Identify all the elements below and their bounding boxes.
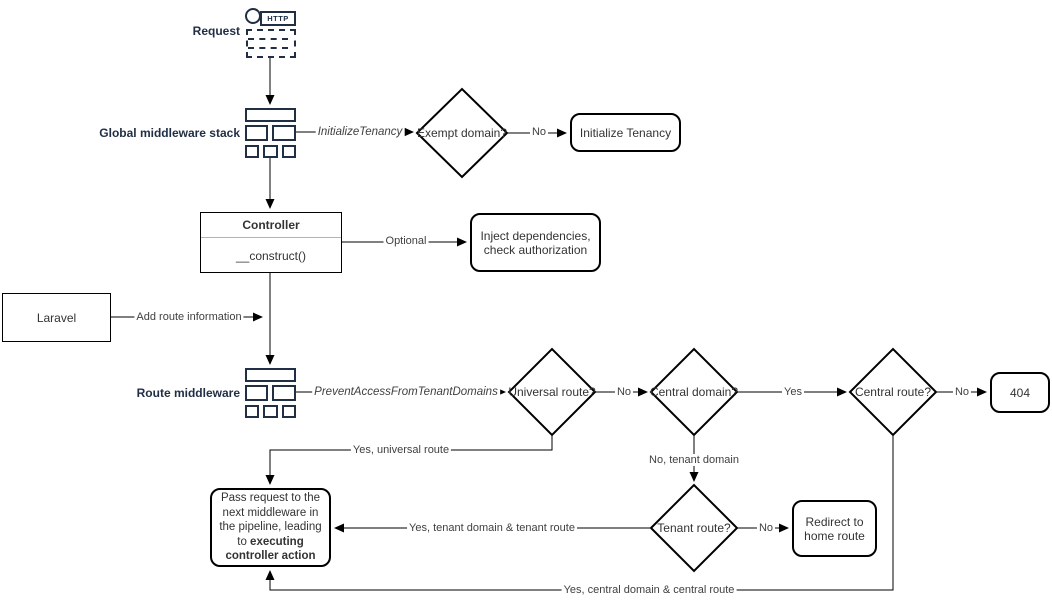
central-domain-label: Central domain? bbox=[649, 385, 739, 399]
decision-central-route bbox=[848, 347, 938, 437]
edge-label-prevent-access: PreventAccessFromTenantDomains bbox=[312, 386, 500, 398]
http-header-box: HTTP bbox=[260, 11, 296, 26]
edge-label-central-domain-yes: Yes bbox=[782, 386, 804, 398]
edge-label-initialize-tenancy: InitializeTenancy bbox=[315, 126, 405, 138]
edge-label-optional: Optional bbox=[383, 235, 429, 247]
edge-label-central-domain-no: No, tenant domain bbox=[647, 454, 741, 466]
controller-method: __construct() bbox=[235, 248, 307, 263]
central-route-label: Central route? bbox=[854, 385, 932, 399]
decision-exempt-domain bbox=[415, 87, 509, 179]
http-body-line bbox=[248, 38, 288, 40]
edge-label-tenant-route-no: No bbox=[756, 522, 776, 534]
edge-label-universal-no: No bbox=[614, 386, 634, 398]
request-label: Request bbox=[192, 24, 240, 38]
http-body-line bbox=[248, 47, 288, 49]
route-middleware-stack-icon bbox=[245, 368, 296, 418]
http-label: HTTP bbox=[267, 14, 289, 23]
edge-label-central-route-yes: Yes, central domain & central route bbox=[561, 584, 737, 596]
controller-box: Controller __construct() bbox=[200, 212, 342, 273]
universal-route-label: Universal route? bbox=[508, 385, 596, 399]
http-body-box bbox=[246, 29, 296, 58]
edge-label-exempt-no: No bbox=[529, 126, 549, 138]
http-request-icon: HTTP bbox=[245, 8, 297, 58]
initialize-tenancy-box: Initialize Tenancy bbox=[570, 113, 681, 152]
pass-request-box: Pass request to the next middleware in t… bbox=[210, 488, 331, 567]
inject-dependencies-box: Inject dependencies, check authorization bbox=[470, 213, 601, 272]
pass-request-text: Pass request to the next middleware in t… bbox=[219, 492, 322, 548]
exempt-domain-label: Exempt domain? bbox=[416, 126, 508, 140]
route-middleware-label: Route middleware bbox=[136, 386, 240, 400]
global-middleware-label: Global middleware stack bbox=[99, 126, 240, 140]
edge-label-tenant-route-yes: Yes, tenant domain & tenant route bbox=[407, 522, 577, 534]
http-circle-icon bbox=[245, 8, 261, 24]
global-middleware-stack-icon bbox=[245, 108, 296, 158]
redirect-home-box: Redirect to home route bbox=[792, 500, 877, 557]
decision-tenant-route bbox=[649, 483, 739, 573]
edge-label-central-route-no: No bbox=[952, 386, 972, 398]
not-found-box: 404 bbox=[990, 372, 1050, 413]
tenant-route-label: Tenant route? bbox=[657, 521, 731, 535]
edge-universal-yes bbox=[265, 435, 553, 485]
edge-label-universal-yes: Yes, universal route bbox=[350, 444, 452, 456]
pass-request-bold-text: executing controller action bbox=[225, 535, 316, 563]
controller-title: Controller bbox=[201, 213, 341, 238]
laravel-box: Laravel bbox=[2, 293, 111, 342]
decision-central-domain bbox=[649, 347, 739, 437]
edge-label-add-route-information: Add route information bbox=[134, 311, 244, 323]
decision-universal-route bbox=[507, 347, 597, 437]
